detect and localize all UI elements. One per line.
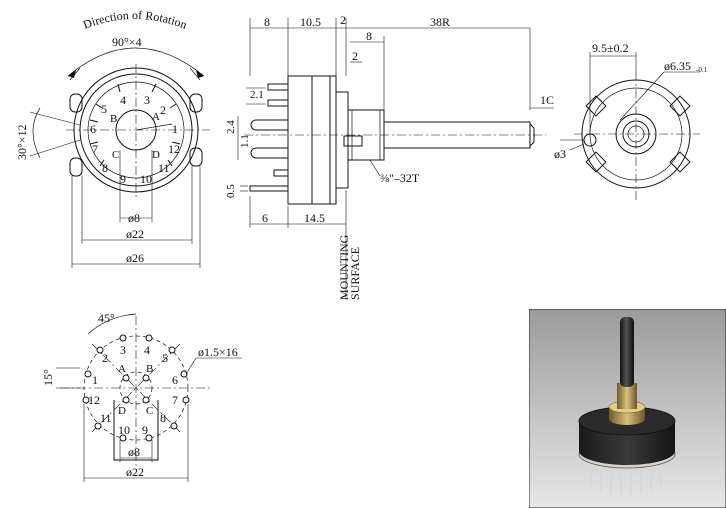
- rear-mount-tabs: [585, 95, 691, 173]
- front-dia-26: ø26: [126, 251, 144, 265]
- pcb-pos-4: 4: [144, 343, 150, 357]
- pcb-pos-11: 11: [100, 411, 112, 425]
- rotation-arc: [67, 47, 205, 77]
- angle-30x12-label: 30°×12: [15, 124, 29, 160]
- side-angle-arc: [32, 107, 41, 159]
- mounting-label-line2: SURFACE: [348, 247, 362, 300]
- lug-left-top: [69, 93, 83, 113]
- front-pos-9: 9: [120, 172, 126, 186]
- side-view: 8 10.5 2 38R 8 2: [225, 13, 554, 300]
- pcb-contact-B: B: [146, 363, 153, 375]
- side-dim-8-inner: 8: [366, 29, 372, 43]
- side-dim-14-5: 14.5: [304, 211, 325, 225]
- front-contact-A: A: [152, 111, 160, 123]
- front-contact-D: D: [152, 149, 160, 161]
- photo-bushing: [617, 383, 637, 409]
- rear-dim-6-35-tol: -0.1: [696, 66, 708, 74]
- pcb-45-arc: [87, 313, 137, 335]
- pcb-hole-label: ø1.5×16: [198, 345, 238, 359]
- pcb-dia-22: ø22: [126, 465, 144, 479]
- shaft-key: [343, 135, 363, 147]
- side-dim-38r: 38R: [430, 15, 450, 29]
- front-pos-10: 10: [140, 172, 152, 186]
- product-photo: [529, 309, 726, 508]
- side-dim-0-5: 0.5: [225, 184, 237, 198]
- terminals: [249, 83, 289, 192]
- front-dia-22: ø22: [126, 227, 144, 241]
- rear-view: 9.5±0.2 ø6.35 -0.1 ø3: [554, 41, 708, 200]
- side-dim-6: 6: [262, 211, 268, 225]
- front-pos-6: 6: [90, 122, 96, 136]
- pcb-pos-1: 1: [92, 373, 98, 387]
- mounting-label-line1: MOUNTING: [337, 234, 351, 300]
- pcb-contact-C: C: [146, 405, 153, 417]
- pcb-pos-12: 12: [88, 393, 100, 407]
- pcb-pos-8: 8: [160, 411, 166, 425]
- lug-left-bottom: [69, 157, 83, 177]
- front-pos-3: 3: [144, 93, 150, 107]
- front-contact-B: B: [110, 113, 117, 125]
- arc-arrow-right-icon: [196, 70, 204, 78]
- arc-arrow-left-icon: [68, 70, 76, 78]
- side-dim-10-5: 10.5: [300, 15, 321, 29]
- pcb-pos-5: 5: [162, 351, 168, 365]
- side-dim-2-4: 2.4: [225, 120, 237, 134]
- direction-of-rotation-label: Direction of Rotation: [81, 8, 189, 32]
- rotor-pointer: [135, 123, 173, 131]
- front-pos-7: 7: [92, 142, 98, 156]
- rear-dim-9-5: 9.5±0.2: [592, 41, 629, 55]
- front-pos-5: 5: [101, 102, 107, 116]
- lug-right-top: [189, 93, 203, 113]
- front-pos-8: 8: [102, 161, 108, 175]
- side-thread-label: ⅜"–32T: [380, 171, 420, 185]
- side-dim-1-1: 1.1: [239, 134, 251, 148]
- pcb-pos-3: 3: [120, 343, 126, 357]
- photo-shaft: [620, 317, 634, 387]
- pcb-angle-45: 45°: [98, 311, 115, 325]
- front-view: Direction of Rotation 90°×4 30°×12: [15, 8, 210, 268]
- pcb-pos-10: 10: [118, 423, 130, 437]
- side-dim-2-1: 2.1: [250, 89, 264, 101]
- pcb-contact-A: A: [118, 363, 126, 375]
- pcb-rotor-zone: [113, 400, 159, 461]
- pcb-pos-9: 9: [142, 423, 148, 437]
- photo-pins: [590, 459, 662, 495]
- mounting-flange: [335, 91, 349, 189]
- pcb-pos-7: 7: [172, 393, 178, 407]
- front-pos-1: 1: [172, 122, 178, 136]
- front-pos-11: 11: [158, 161, 170, 175]
- side-dim-2-top: 2: [340, 13, 346, 27]
- pcb-pos-2: 2: [102, 351, 108, 365]
- side-dim-8: 8: [264, 15, 270, 29]
- pcb-layout-view: 45° 15° ø1.5×16 3 4 2 5 1 6 12 7 11 8 10…: [41, 311, 242, 482]
- front-pos-12: 12: [168, 142, 180, 156]
- side-chamfer-label: 1C: [540, 93, 554, 107]
- pcb-holes: [82, 334, 190, 442]
- lug-right-bottom: [189, 147, 203, 167]
- front-pos-2: 2: [160, 103, 166, 117]
- pcb-pos-6: 6: [172, 373, 178, 387]
- rear-dim-6-35: ø6.35: [664, 59, 691, 73]
- pcb-dia-8: ø8: [128, 445, 140, 459]
- side-dim-2-inner: 2: [352, 49, 358, 63]
- pcb-contact-D: D: [118, 405, 126, 417]
- angle-90x4-label: 90°×4: [112, 35, 142, 49]
- rear-dim-3: ø3: [554, 147, 566, 161]
- front-dia-8: ø8: [128, 211, 140, 225]
- contact-ticks: [89, 83, 181, 167]
- front-pos-4: 4: [120, 93, 126, 107]
- pcb-angle-15: 15°: [41, 369, 55, 386]
- front-contact-C: C: [112, 149, 119, 161]
